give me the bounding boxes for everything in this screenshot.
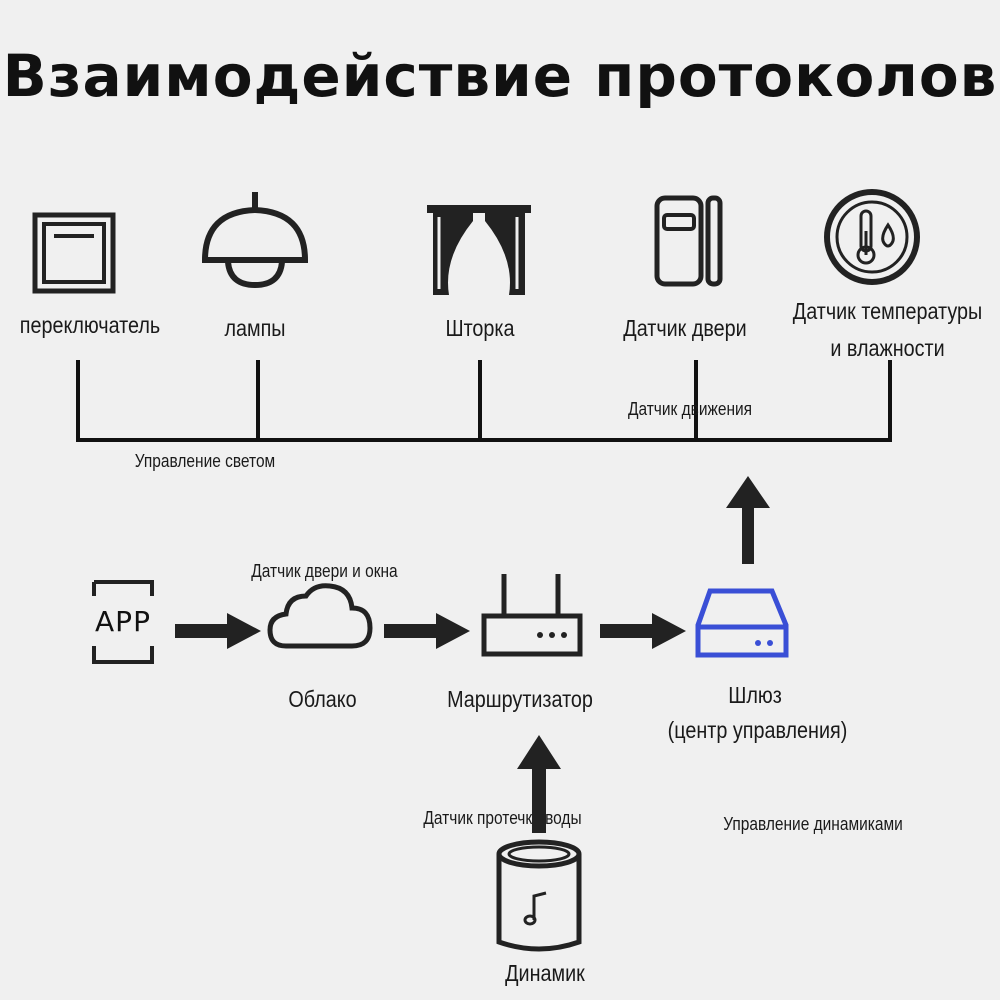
router-icon <box>481 574 583 657</box>
arrow-app-to-cloud <box>175 613 261 649</box>
switch-label: переключатель <box>19 312 161 338</box>
gateway-icon <box>695 588 789 658</box>
door-sensor-icon <box>654 195 723 287</box>
speaker-icon <box>496 839 582 952</box>
temp-sensor-label-line1: Датчик температуры <box>792 298 983 324</box>
gateway-label-line2: (центр управления) <box>667 717 848 743</box>
app-icon-text: APP <box>95 605 151 638</box>
curtain-label: Шторка <box>445 315 515 341</box>
arrow-speaker-to-router <box>517 735 561 833</box>
app-icon <box>92 580 154 664</box>
speaker-control-annotation: Управление динамиками <box>723 814 903 834</box>
arrow-cloud-to-router <box>384 613 470 649</box>
lamp-icon <box>201 192 309 289</box>
cloud-label: Облако <box>288 686 357 712</box>
temp-sensor-label-line2: и влажности <box>830 335 945 361</box>
lamps-label: лампы <box>224 315 286 341</box>
cloud-icon <box>267 583 373 649</box>
router-label: Маршрутизатор <box>447 686 593 712</box>
arrow-router-to-gateway <box>600 613 686 649</box>
speaker-label: Динамик <box>505 960 585 986</box>
gateway-label-line1: Шлюз <box>728 682 782 708</box>
thermometer-icon <box>824 189 920 285</box>
door-sensor-label: Датчик двери <box>623 315 747 341</box>
light-control-annotation: Управление светом <box>134 451 276 471</box>
curtain-icon <box>427 205 531 295</box>
door-window-annotation: Датчик двери и окна <box>251 561 398 581</box>
page-title: Взаимодействие протоколов <box>2 42 998 110</box>
switch-icon <box>32 212 116 294</box>
motion-sensor-annotation: Датчик движения <box>627 399 753 419</box>
arrow-up-to-bus <box>726 476 770 564</box>
